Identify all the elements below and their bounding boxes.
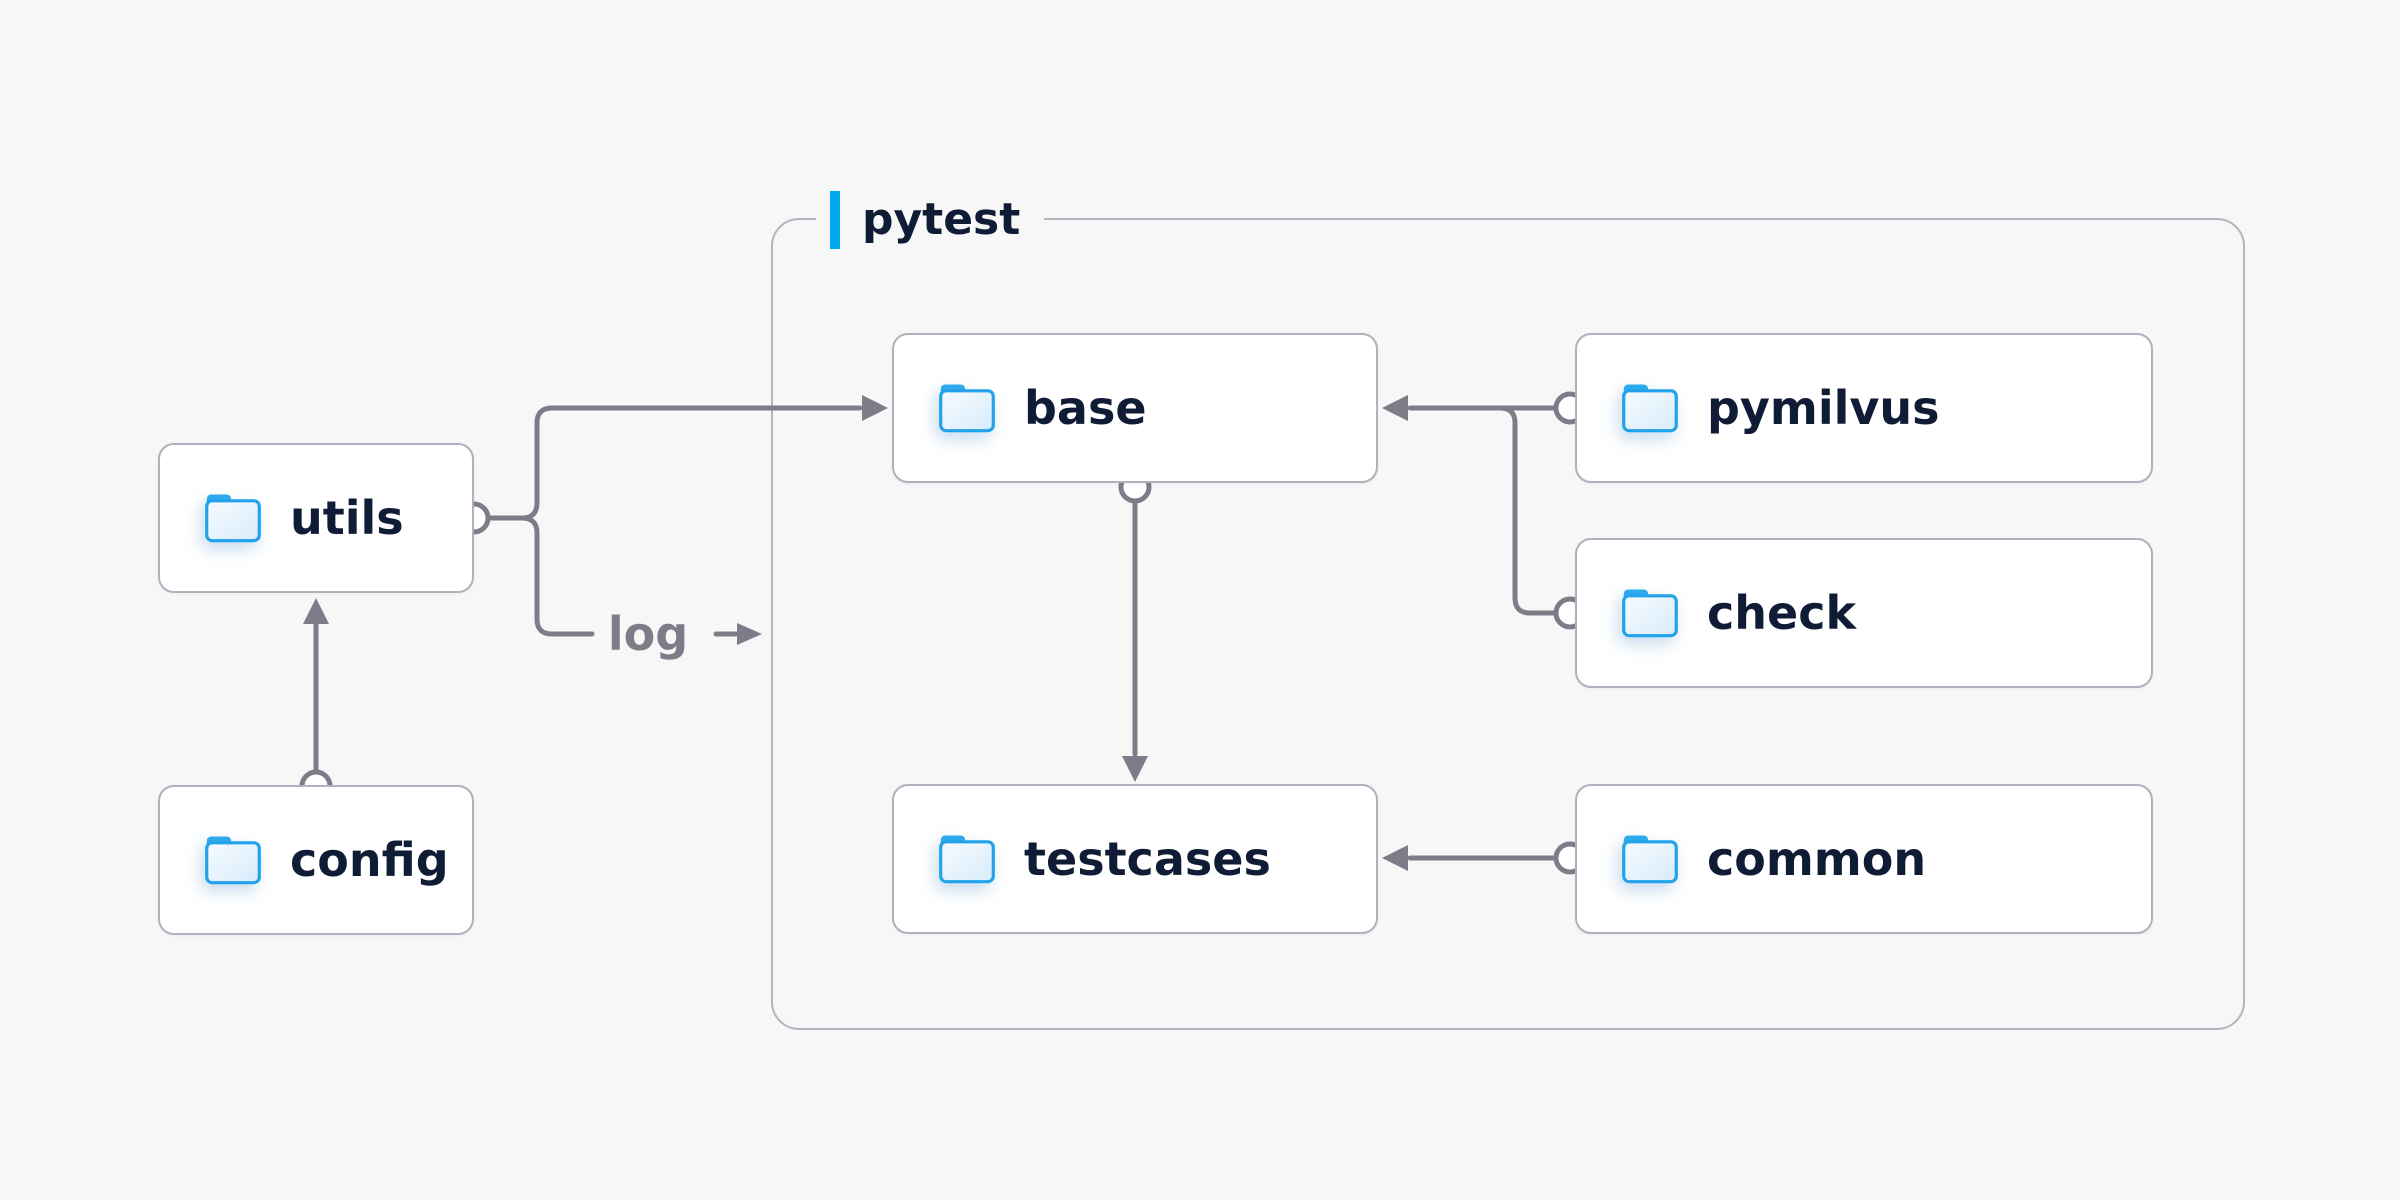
node-common[interactable]: common	[1575, 784, 2153, 934]
folder-icon	[939, 835, 995, 884]
group-title: pytest	[862, 194, 1021, 245]
arrowhead-log	[737, 623, 762, 645]
folder-icon	[1622, 589, 1678, 638]
node-label: common	[1707, 832, 1927, 886]
node-label: pymilvus	[1707, 381, 1940, 435]
node-utils[interactable]: utils	[158, 443, 474, 593]
node-testcases[interactable]: testcases	[892, 784, 1378, 934]
pytest-group-label: pytest	[816, 189, 1045, 251]
edge-utils-log	[519, 515, 595, 637]
node-label: check	[1707, 586, 1857, 640]
node-check[interactable]: check	[1575, 538, 2153, 688]
folder-icon	[939, 384, 995, 433]
node-label: utils	[290, 491, 404, 545]
node-config[interactable]: config	[158, 785, 474, 935]
node-label: base	[1024, 381, 1147, 435]
node-label: testcases	[1024, 832, 1271, 886]
arrowhead-into-utils	[303, 598, 329, 624]
pytest-group: pytest	[771, 189, 2245, 1030]
node-base[interactable]: base	[892, 333, 1378, 483]
folder-icon	[205, 836, 261, 885]
folder-icon	[205, 494, 261, 543]
edge-label-log: log	[607, 607, 689, 661]
accent-bar-icon	[830, 191, 840, 249]
node-label: config	[290, 833, 449, 887]
node-pymilvus[interactable]: pymilvus	[1575, 333, 2153, 483]
folder-icon	[1622, 384, 1678, 433]
folder-icon	[1622, 835, 1678, 884]
